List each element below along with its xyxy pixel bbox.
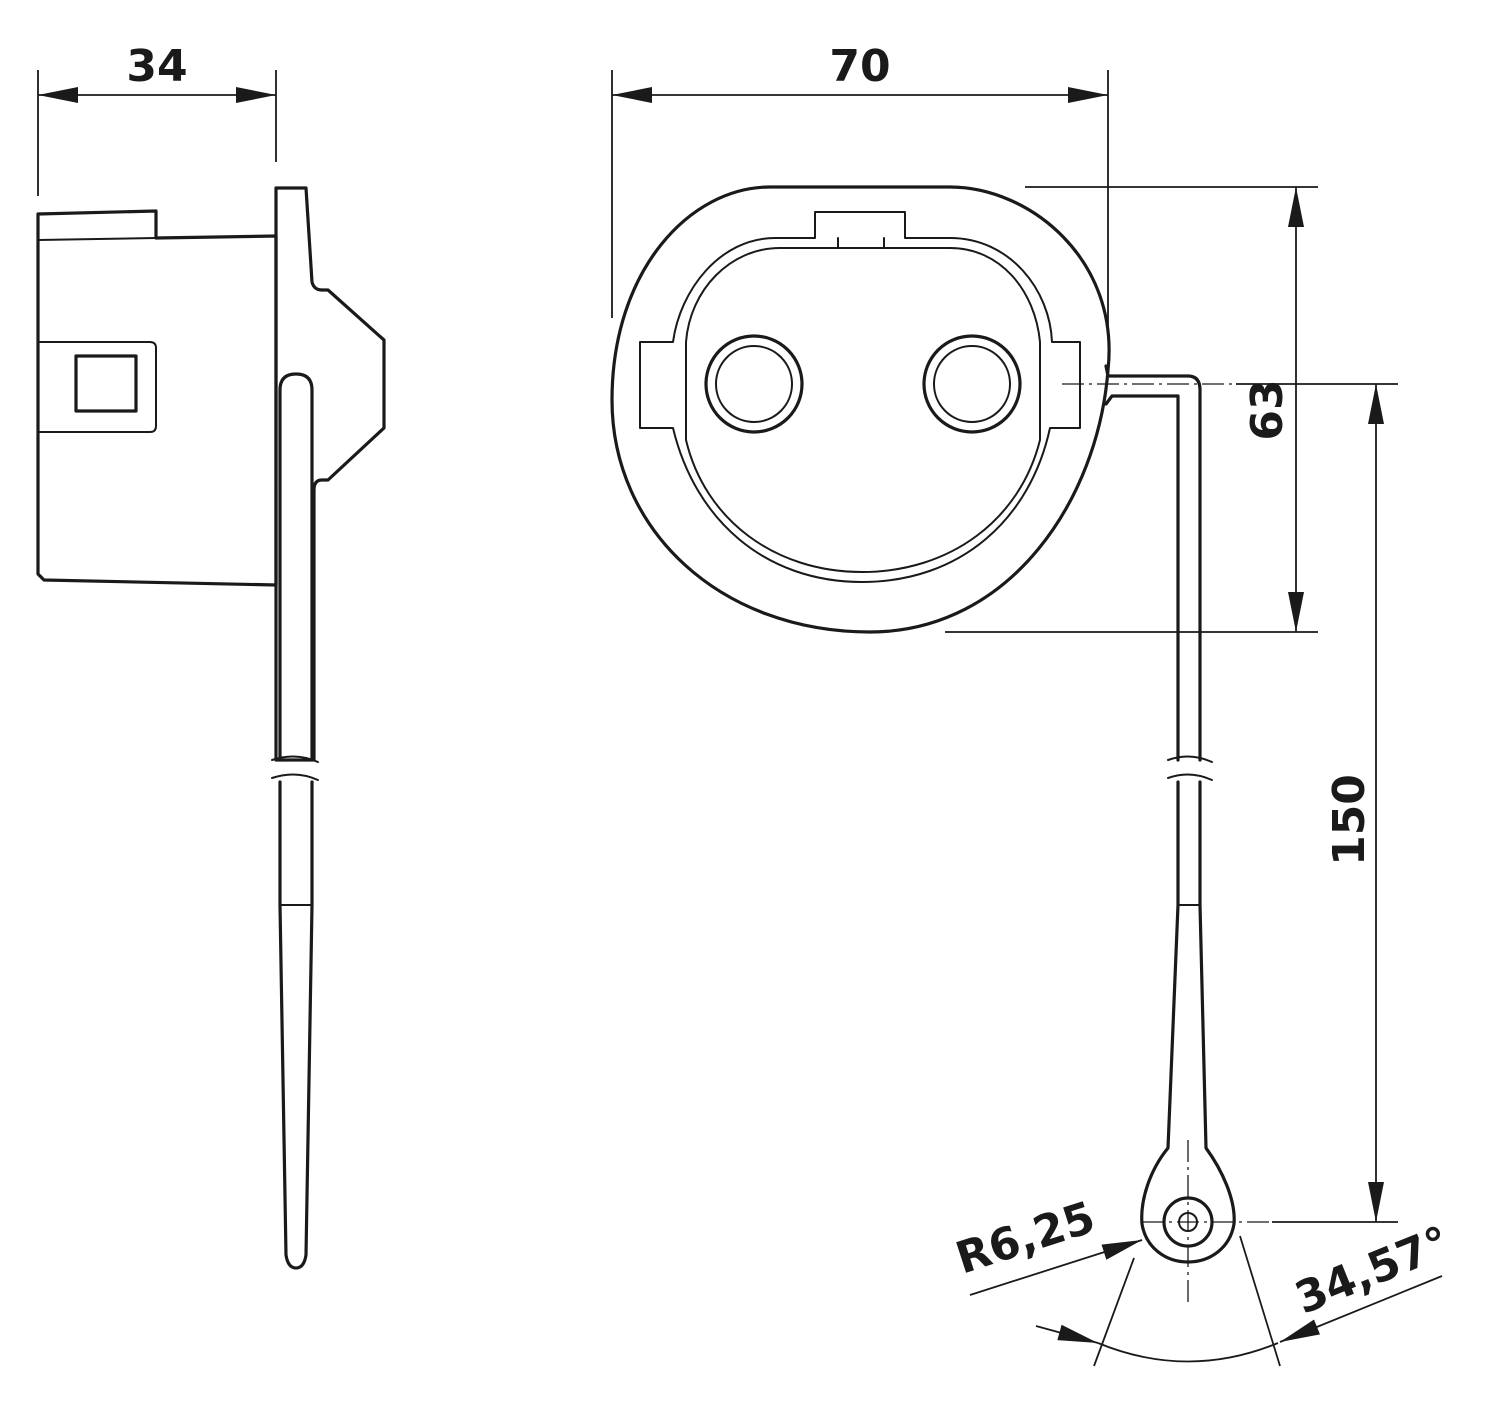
dim-angle-arc xyxy=(1097,1342,1279,1363)
front-pin-right-outer xyxy=(922,334,1022,434)
front-pin-left-inner xyxy=(715,345,793,423)
front-pin-left-outer xyxy=(704,334,804,434)
front-break-top xyxy=(1167,755,1213,763)
front-view: 70 63 150 R6,25 34,57° xyxy=(610,41,1457,1367)
front-break-bottom xyxy=(1167,773,1213,781)
side-flange xyxy=(274,186,386,762)
side-latch-frame xyxy=(37,341,157,433)
dim-angle-leader-left xyxy=(1035,1324,1099,1344)
side-view: 34 xyxy=(36,41,386,1270)
front-inner-wall-inner xyxy=(685,247,1041,573)
front-outer-rim xyxy=(610,185,1111,634)
dim-70-label: 70 xyxy=(829,41,890,92)
dim-angle-ext-right xyxy=(1239,1235,1281,1367)
side-strap-lower xyxy=(278,780,314,1270)
front-strap-upper xyxy=(1104,364,1202,762)
dim-radius-label: R6,25 xyxy=(950,1192,1101,1285)
side-break-top xyxy=(271,755,319,763)
dim-radius-leader xyxy=(969,1239,1143,1296)
dim-34-label: 34 xyxy=(126,41,187,92)
dim-angle-ext-left xyxy=(1093,1257,1135,1367)
dim-angle-label: 34,57° xyxy=(1288,1217,1457,1325)
dim-63-label: 63 xyxy=(1242,379,1293,440)
dim-150-label: 150 xyxy=(1324,774,1375,866)
side-break-bottom xyxy=(271,773,319,781)
front-inner-wall-outer xyxy=(639,211,1081,583)
side-latch-window xyxy=(74,354,138,413)
front-pin-right-inner xyxy=(933,345,1011,423)
side-strap-upper xyxy=(278,372,314,762)
dim-angle-leader-right xyxy=(1279,1275,1443,1343)
side-body-edge xyxy=(37,237,157,241)
